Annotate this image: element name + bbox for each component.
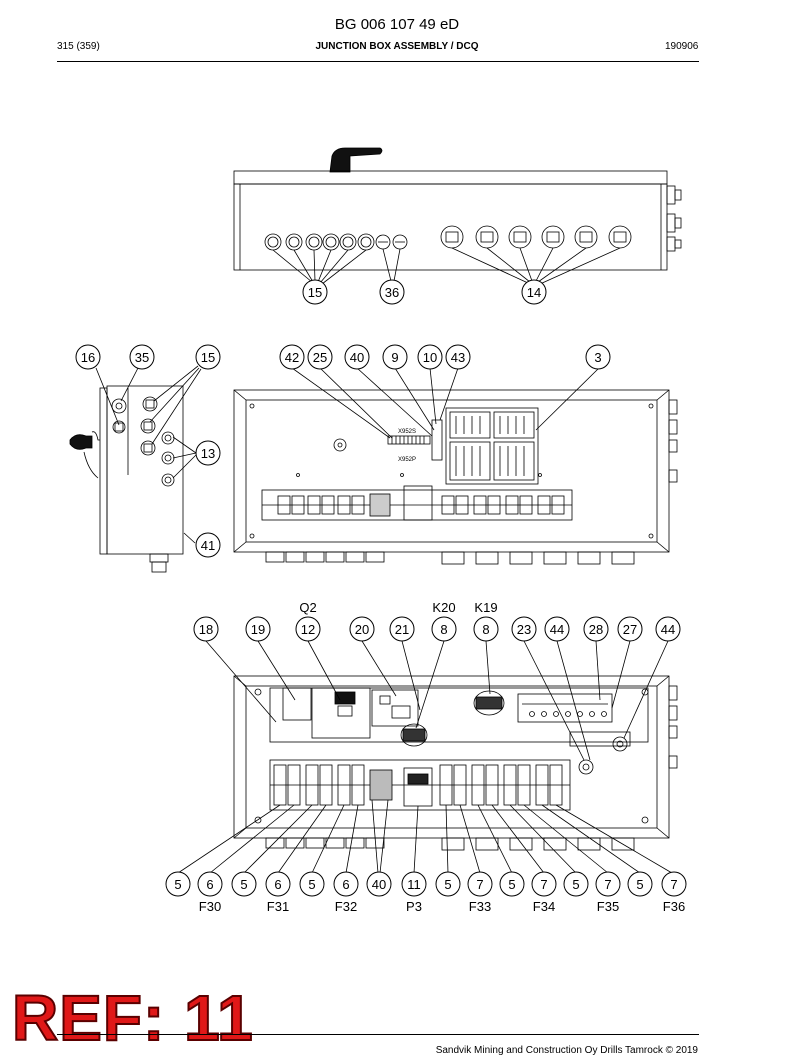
- callout-label: 27: [623, 622, 637, 637]
- callout-label: 15: [201, 350, 215, 365]
- callout-label: 19: [251, 622, 265, 637]
- designator-label: F30: [199, 899, 221, 914]
- header-rule: [57, 61, 699, 62]
- ref-stamp: REF: 11: [11, 982, 254, 1054]
- callout-label: 7: [476, 877, 483, 892]
- callout-label: 16: [81, 350, 95, 365]
- callout-label: 23: [517, 622, 531, 637]
- large-gland-row: [440, 225, 632, 249]
- callout-label: 36: [385, 285, 399, 300]
- designator-label: F31: [267, 899, 289, 914]
- callout-label: 9: [391, 350, 398, 365]
- callout-label: 5: [240, 877, 247, 892]
- callout-label: 28: [589, 622, 603, 637]
- callout-label: 7: [670, 877, 677, 892]
- designator-label: F36: [663, 899, 685, 914]
- front-view-closed: X952S X952P: [233, 344, 678, 565]
- document-number: BG 006 107 49 eD: [334, 16, 460, 33]
- callout-label: 35: [135, 350, 149, 365]
- callout-label: 20: [355, 622, 369, 637]
- callout-label: 5: [444, 877, 451, 892]
- callout-label: 18: [199, 622, 213, 637]
- interior-view: Q2 K20 K19 18 19 12 20 21 8 8 23 44 28 2…: [165, 600, 687, 914]
- designator-label: P3: [406, 899, 422, 914]
- callout-label: 5: [308, 877, 315, 892]
- callout-label: 8: [482, 622, 489, 637]
- callout-label: 15: [308, 285, 322, 300]
- callout-label: 5: [508, 877, 515, 892]
- callout-label: 21: [395, 622, 409, 637]
- callout-label: 5: [174, 877, 181, 892]
- callout-label: 6: [206, 877, 213, 892]
- callout-label: 3: [594, 350, 601, 365]
- callout-label: 44: [661, 622, 675, 637]
- callout-label: 14: [527, 285, 541, 300]
- connector-label: X952P: [398, 457, 416, 463]
- callout-label: 8: [440, 622, 447, 637]
- callout-label: 44: [550, 622, 564, 637]
- callout-label: 40: [350, 350, 364, 365]
- page-title: JUNCTION BOX ASSEMBLY / DCQ: [315, 41, 479, 52]
- designator-label: K19: [474, 600, 497, 615]
- callout-label: 7: [540, 877, 547, 892]
- callout-label: 7: [604, 877, 611, 892]
- designator-label: F32: [335, 899, 357, 914]
- callout-label: 5: [636, 877, 643, 892]
- designator-label: F34: [533, 899, 555, 914]
- callout-label: 42: [285, 350, 299, 365]
- designator-label: Q2: [299, 600, 316, 615]
- callout-label: 5: [572, 877, 579, 892]
- revision-date: 190906: [665, 41, 699, 52]
- designator-label: K20: [432, 600, 455, 615]
- callout-label: 25: [313, 350, 327, 365]
- callout-label: 40: [372, 877, 386, 892]
- callout-label: 6: [274, 877, 281, 892]
- designator-label: F33: [469, 899, 491, 914]
- callout-label: 12: [301, 622, 315, 637]
- footer-rule: [57, 1034, 699, 1035]
- top-view: 15 36 14: [233, 147, 682, 305]
- side-view: 16 35 15 13 41: [69, 344, 221, 573]
- connector-label: X952S: [398, 429, 416, 435]
- callout-label: 43: [451, 350, 465, 365]
- callout-label: 6: [342, 877, 349, 892]
- page-number: 315 (359): [57, 41, 100, 52]
- callout-label: 11: [407, 877, 421, 892]
- designator-label: F35: [597, 899, 619, 914]
- small-gland-row: [264, 233, 375, 251]
- footer-copyright: Sandvik Mining and Construction Oy Drill…: [435, 1045, 698, 1056]
- callout-label: 10: [423, 350, 437, 365]
- callout-label: 13: [201, 446, 215, 461]
- callout-label: 41: [201, 538, 215, 553]
